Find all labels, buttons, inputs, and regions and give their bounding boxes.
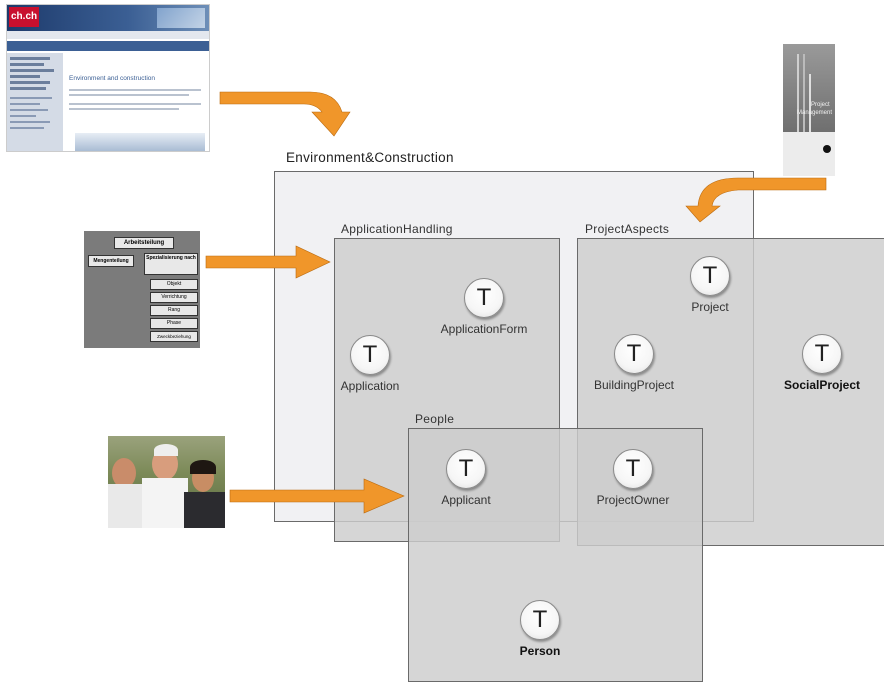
type-t-icon: T xyxy=(690,256,730,296)
type-node-application-form[interactable]: T ApplicationForm xyxy=(429,278,539,336)
project-aspects-label: ProjectAspects xyxy=(585,222,670,236)
book-title-line1: Project xyxy=(811,102,830,108)
type-t-icon: T xyxy=(446,449,486,489)
org-item: Phase xyxy=(150,318,198,329)
type-label: Person xyxy=(519,644,561,658)
org-chart-thumbnail: Arbeitsteilung Mengenteilung Spezialisie… xyxy=(84,231,200,348)
arrow-org-to-application-handling xyxy=(205,245,331,279)
org-item: Zweckbeziehung xyxy=(150,331,198,342)
type-t-icon: T xyxy=(464,278,504,318)
type-node-building-project[interactable]: T BuildingProject xyxy=(579,334,689,392)
type-label: Application xyxy=(340,379,400,393)
type-t-icon: T xyxy=(350,335,390,375)
website-logo-text: ch.ch xyxy=(11,11,38,22)
type-label: Applicant xyxy=(441,493,491,507)
type-node-project-owner[interactable]: T ProjectOwner xyxy=(578,449,688,507)
website-heading: Environment and construction xyxy=(69,75,155,82)
org-item: Verrichtung xyxy=(150,292,198,303)
type-label: SocialProject xyxy=(783,378,861,392)
people-photo-thumbnail xyxy=(108,436,225,528)
people-label: People xyxy=(415,412,455,426)
website-logo xyxy=(9,7,39,27)
type-node-applicant[interactable]: T Applicant xyxy=(411,449,521,507)
type-label: Project xyxy=(691,300,729,314)
type-node-application[interactable]: T Application xyxy=(315,335,425,393)
type-t-icon: T xyxy=(614,334,654,374)
arrow-book-to-project-aspects xyxy=(685,177,827,223)
type-t-icon: T xyxy=(802,334,842,374)
type-label: ApplicationForm xyxy=(440,322,528,336)
application-handling-label: ApplicationHandling xyxy=(341,222,453,236)
website-screenshot-thumbnail: ch.ch Environment and construction xyxy=(6,4,210,152)
type-node-project[interactable]: T Project xyxy=(655,256,765,314)
book-title-line2: Management xyxy=(797,110,833,116)
org-item: Rang xyxy=(150,305,198,316)
org-left-box: Mengenteilung xyxy=(88,255,134,267)
type-node-person[interactable]: T Person xyxy=(485,600,595,658)
org-right-box: Spezialisierung nach xyxy=(144,253,198,275)
type-label: BuildingProject xyxy=(593,378,675,392)
org-item: Objekt xyxy=(150,279,198,290)
org-root-box: Arbeitsteilung xyxy=(114,237,174,249)
type-label: ProjectOwner xyxy=(596,493,670,507)
type-t-icon: T xyxy=(613,449,653,489)
book-cover-thumbnail: Project Management xyxy=(783,44,835,176)
arrow-photo-to-people xyxy=(229,478,405,514)
type-t-icon: T xyxy=(520,600,560,640)
environment-construction-label: Environment&Construction xyxy=(286,150,454,165)
arrow-website-to-environment xyxy=(219,91,351,137)
type-node-social-project[interactable]: T SocialProject xyxy=(767,334,877,392)
